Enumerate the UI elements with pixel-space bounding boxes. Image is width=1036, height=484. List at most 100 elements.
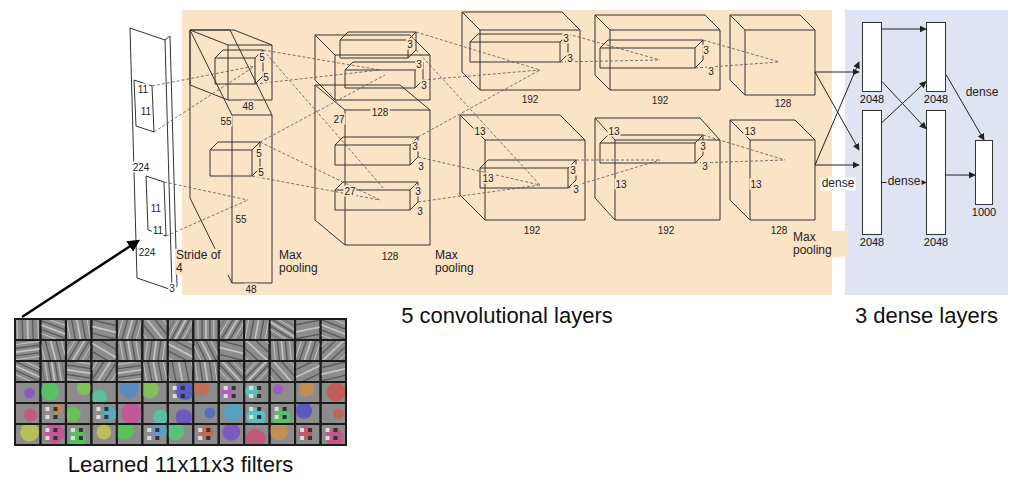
filter-stripe [272,341,278,360]
conv-to-dense-arrow [815,62,859,165]
filter-stripe [209,320,211,339]
filter-stripe [172,320,192,339]
filter-color-blob [245,385,258,398]
dashed-line [416,32,540,202]
dimension-number: 3 [420,80,428,91]
filter-stripe [92,347,115,360]
filter-color-blob [152,425,166,438]
filter-color-blob [176,409,193,423]
filter-stripe [118,320,125,339]
dimension-number: 3 [414,186,422,197]
conv3-block [460,115,585,220]
filter-stripe [296,341,309,360]
filter-checker [71,428,75,432]
unit-count: 1000 [972,206,996,218]
filter-stripe [276,341,282,360]
filter-checker [79,436,83,440]
filter-stripe [271,362,289,381]
filter-stripe [322,320,345,336]
filter-color-blob [175,383,192,400]
dimension-number: 11 [150,203,162,214]
dimension-number: 13 [614,179,627,190]
conv-kernel [480,160,576,188]
conv5-block [730,15,815,95]
filter-checker [308,428,312,432]
filter-color-blob [24,408,37,421]
filter-stripe [296,362,319,378]
conv-kernel [600,40,703,68]
filter-cell [16,404,39,423]
filter-stripe [322,341,344,359]
filter-stripe [322,362,345,372]
dashed-line [152,66,255,236]
unit-count: 2048 [924,93,948,105]
filter-checker [283,407,287,411]
filter-stripe [220,362,243,381]
filter-stripe [118,320,129,339]
filter-checker [104,407,108,411]
filter-stripe [16,320,18,339]
filter-stripe [194,341,215,360]
dashed-line [695,40,785,163]
filter-color-blob [20,425,39,441]
filter-checker [249,386,253,390]
filter-stripe [245,320,253,339]
filter-stripe [322,371,345,381]
filter-checker [155,428,159,432]
filter-stripe [322,362,345,366]
dimension-number: 3 [168,283,176,294]
filter-cell [220,383,243,402]
conv-kernel [340,32,416,58]
filter-checker [45,407,49,411]
filter-stripe [92,353,115,360]
filter-stripe [169,353,192,360]
filter-stripe [16,341,39,344]
conv-kernel [215,50,263,84]
filter-stripe [27,320,29,339]
filter-checker [249,415,253,419]
filter-stripe [245,362,268,381]
filter-checker [71,436,75,440]
filter-checker [53,428,57,432]
annotation-note: Max pooling [278,249,334,275]
filter-stripe [121,341,131,360]
dimension-number: 13 [749,179,762,190]
input-kernel [134,80,154,132]
dimension-number: 48 [241,101,254,112]
dimension-number: 128 [371,107,390,118]
filter-color-blob [224,404,243,422]
filter-stripe [121,320,138,339]
filter-checker [79,428,83,432]
filter-stripe [194,362,201,381]
dimension-number: 13 [607,126,620,137]
dimension-number: 5 [258,52,266,63]
filter-stripe [201,320,203,339]
conv-kernel [470,34,568,62]
conv-kernel [600,135,703,163]
filter-stripe [169,347,192,360]
filter-stripe [143,320,166,339]
filter-checker [104,415,108,419]
filter-stripe [245,341,268,360]
filter-stripe [291,341,294,360]
conv4-block [595,15,720,90]
filter-checker [232,386,236,390]
filter-cell [245,383,268,402]
filter-stripe [92,341,115,360]
filter-color-blob [223,425,241,441]
filter-stripe [67,320,69,339]
filter-stripe [296,362,319,372]
filter-stripe [296,341,304,360]
filter-color-blob [296,404,312,419]
filter-checker [326,436,330,440]
filter-stripe [181,362,192,381]
filter-stripe [197,320,198,339]
filter-checker [334,428,338,432]
filter-stripe [118,362,141,367]
filter-stripe [220,320,238,339]
annotation-note: Max pooling [792,231,848,257]
filter-stripe [92,362,106,381]
filter-checker [45,415,49,419]
filter-stripe [118,341,127,360]
filter-color-blob [327,383,345,401]
